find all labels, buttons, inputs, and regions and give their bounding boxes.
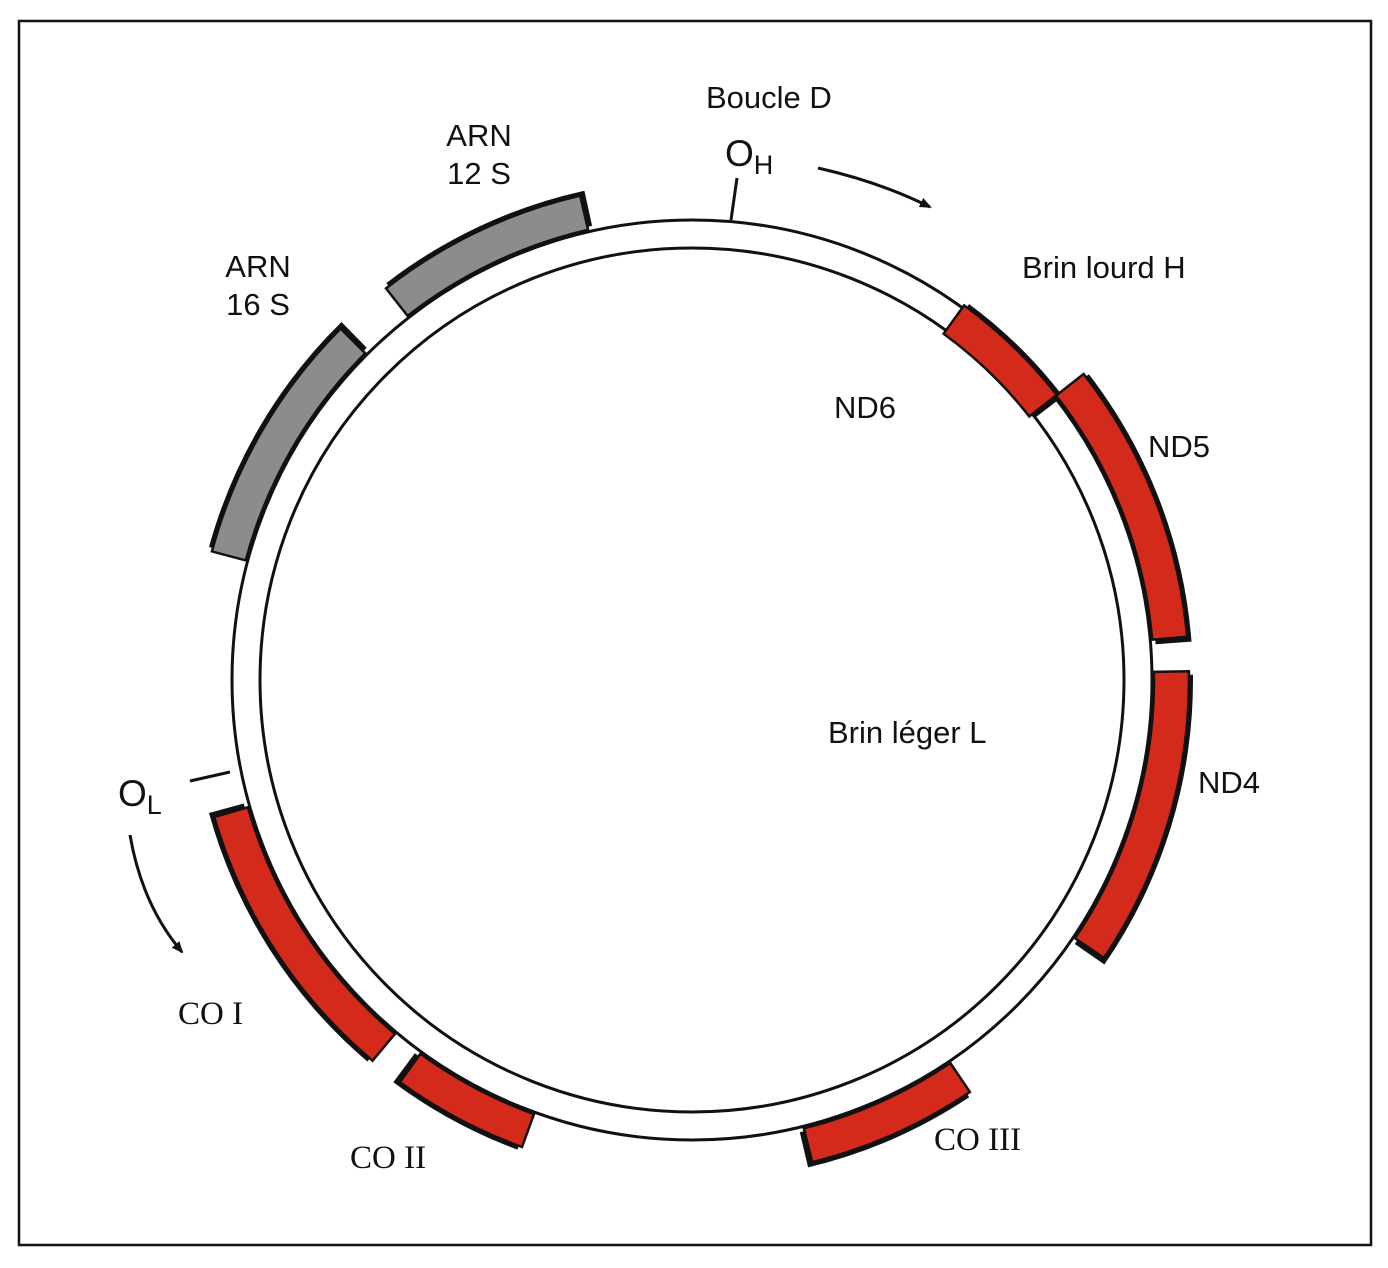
heavy-strand-label: Brin lourd H [1022,250,1186,285]
heavy-strand-circle [230,218,1154,1142]
oh-label-main: O [725,133,754,174]
oh-label-sub: H [754,150,774,180]
co1-label: CO I [178,996,243,1032]
arn16-label-line1: ARN [225,249,290,284]
heavy-strand-direction-arrow [817,166,932,209]
arn16-label-line2: 16 S [226,287,290,322]
light-strand-direction-arrow [128,834,184,954]
ol-label-sub: L [147,790,162,820]
nd4-label: ND4 [1198,765,1260,800]
rrna-12s-gene-arc [384,194,590,318]
arn12-label-line2: 12 S [447,156,511,191]
rrna-16s-gene-arc [210,326,368,562]
co2-label: CO II [350,1140,426,1176]
ol-label: OL [118,773,162,820]
nd5-gene-arc [1054,372,1189,642]
co3-gene-arc [802,1061,972,1164]
ol-label-main: O [118,773,147,814]
d-loop-label: Boucle D [706,80,832,115]
figure-frame [17,19,1373,1247]
nd6-label: ND6 [834,390,896,425]
co1-gene-arc [212,805,397,1063]
co2-gene-arc [398,1052,536,1149]
gene-arcs [209,190,1194,1168]
nd5-label: ND5 [1148,429,1210,464]
oh-tick [729,177,739,221]
arn12-label-line1: ARN [446,118,511,153]
oh-label: OH [725,133,773,180]
nd6-gene-arc [941,303,1059,419]
co3-label: CO III [934,1122,1021,1158]
light-strand-circle [258,246,1126,1114]
ol-tick [189,770,231,783]
light-strand-label: Brin léger L [828,715,987,750]
nd4-gene-arc [1073,670,1191,960]
